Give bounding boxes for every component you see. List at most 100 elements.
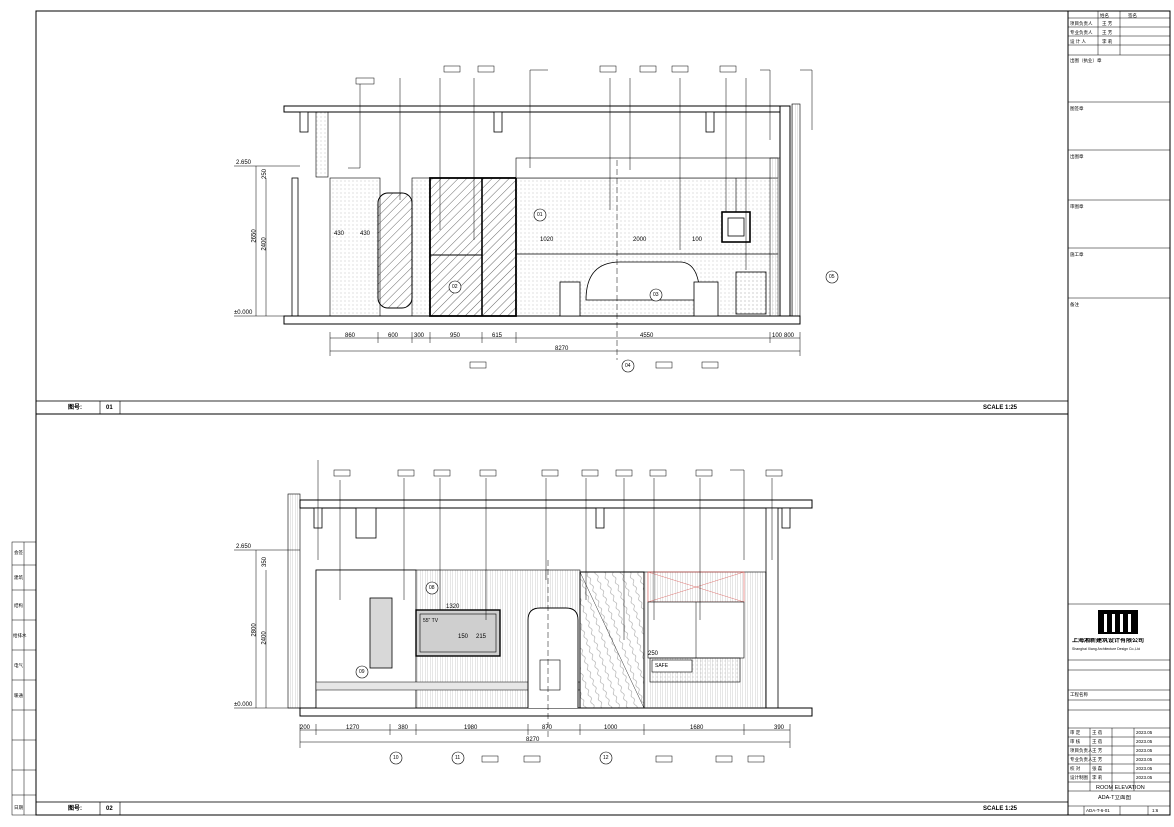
drawing-1-dim-inner: 100 — [692, 237, 703, 243]
drawing-1-dim-inner: 430 — [334, 231, 345, 237]
drawing-1-number-label: 图号: — [68, 405, 82, 411]
drawing-1-dim: 860 — [345, 333, 356, 339]
drawing-1-level-bottom: ±0.000 — [234, 310, 253, 316]
drawing-2-number-label: 图号: — [68, 806, 82, 812]
drawing-1-callout: 03 — [653, 292, 659, 298]
tb-header-name: 姓名 — [1100, 13, 1109, 18]
drawing-2-dim: 1000 — [604, 725, 618, 731]
tb-section: 出图章 — [1070, 154, 1084, 159]
drawing-1-callout: 04 — [625, 363, 631, 369]
drawing-2-level-bottom: ±0.000 — [234, 702, 253, 708]
tb-role: 设 计 人 — [1070, 39, 1087, 44]
tb-header-sign: 签名 — [1128, 13, 1137, 18]
tb-section: 备注 — [1070, 302, 1079, 307]
tb-section: 图签章 — [1070, 106, 1084, 111]
drawing-1-dim: 300 — [414, 333, 425, 339]
tb-sign-date: 2023.05 — [1136, 748, 1153, 753]
drawing-2-callout: 12 — [603, 755, 609, 761]
drawing-2-dim: 1680 — [690, 725, 704, 731]
tb-role: 项目负责人 — [1070, 21, 1093, 26]
tb-project-label: 工程名称 — [1070, 692, 1088, 697]
drawing-2-dim: 1270 — [346, 725, 360, 731]
drawing-1-dim-v: 2650 — [251, 229, 258, 243]
tb-section: 审图章 — [1070, 204, 1084, 209]
tb-sign-name: 王 芳 — [1092, 757, 1103, 762]
tb-role-name: 王 芳 — [1102, 30, 1113, 35]
drawing-2-dim: 1980 — [464, 725, 478, 731]
drawing-1-dim: 600 — [388, 333, 399, 339]
tb-section: 施工章 — [1070, 252, 1084, 257]
tb-role-name: 王 芳 — [1102, 21, 1113, 26]
tb-sheet-title: ROOM ELEVATION — [1096, 785, 1145, 791]
drawing-1-dim-v: 250 — [262, 168, 269, 180]
strip-label: 电气 — [14, 663, 23, 668]
drawing-2-number: 02 — [106, 806, 113, 812]
tb-sign-name: 王 蓓 — [1092, 730, 1103, 735]
strip-label: 给排水 — [13, 633, 27, 638]
tb-sign-role: 校 对 — [1070, 766, 1081, 771]
strip-label: 会签 — [14, 550, 23, 555]
strip-label: 暖通 — [14, 693, 23, 698]
tb-sign-name: 王 蓓 — [1092, 739, 1103, 744]
tb-sign-role: 项目负责人 — [1070, 748, 1093, 753]
tb-sign-role: 审 核 — [1070, 739, 1081, 744]
title-block — [1068, 11, 1170, 815]
drawing-1-dim-total: 8270 — [555, 346, 569, 352]
tb-sheet-subtitle: ADA-T立面图 — [1098, 795, 1132, 801]
left-sign-strip — [11, 541, 37, 816]
tb-sign-date: 2023.05 — [1136, 757, 1153, 762]
tb-sign-name: 王 芳 — [1092, 748, 1103, 753]
drawing-2-dim-inner: 250 — [648, 651, 659, 657]
drawing-2-label-bar — [35, 801, 1069, 816]
tb-sign-role: 设计制图 — [1070, 775, 1088, 780]
tb-sign-date: 2023.05 — [1136, 739, 1153, 744]
elevation-01 — [234, 65, 839, 373]
drawing-1-dim: 800 — [784, 333, 795, 339]
tb-scale-value: 1:6 — [1152, 808, 1159, 813]
drawing-1-dim: 950 — [450, 333, 461, 339]
drawing-2-dim: 870 — [542, 725, 553, 731]
drawing-1-dim: 100 — [772, 333, 783, 339]
drawing-2-scale: SCALE 1:25 — [983, 806, 1018, 812]
drawing-2-dim: 200 — [300, 725, 311, 731]
tb-sign-date: 2023.05 — [1136, 766, 1153, 771]
drawing-2-dim-inner: 1320 — [446, 604, 460, 610]
drawing-1-dim: 615 — [492, 333, 503, 339]
drawing-2-safe-label: SAFE — [655, 663, 669, 669]
drawing-1-dim-inner: 2000 — [633, 237, 647, 243]
drawing-1-dim-inner: 1020 — [540, 237, 554, 243]
tb-sign-role: 审 定 — [1070, 730, 1081, 735]
tb-role: 专业负责人 — [1070, 30, 1093, 35]
drawing-1-callout: 05 — [829, 274, 835, 280]
strip-label: 日期 — [14, 805, 23, 810]
drawing-1-dim-v: 2400 — [261, 237, 268, 251]
drawing-1-dim: 4550 — [640, 333, 654, 339]
tb-sign-name: 张 磊 — [1092, 766, 1103, 771]
drawing-2-callout: 09 — [359, 669, 365, 675]
tb-sign-date: 2023.05 — [1136, 730, 1153, 735]
tb-sign-date: 2023.05 — [1136, 775, 1153, 780]
drawing-2-dim: 390 — [774, 725, 785, 731]
drawing-1-number: 01 — [106, 405, 113, 411]
tb-company-en: Shanghai Xiang Architecture Design Co.,L… — [1072, 647, 1141, 651]
drawing-2-callout: 08 — [429, 585, 435, 591]
drawing-2-dim-total: 8270 — [526, 737, 540, 743]
drawing-2-dim-inner: 215 — [476, 634, 487, 640]
drawing-2-dim-v: 350 — [262, 556, 269, 568]
tb-sign-name: 李 莉 — [1092, 775, 1103, 780]
tb-stamp-label: 出图（执业）章 — [1070, 58, 1102, 63]
drawing-2-dim-v: 2400 — [261, 631, 268, 645]
drawing-1-callout: 01 — [537, 212, 543, 218]
drawing-1-scale: SCALE 1:25 — [983, 405, 1018, 411]
drawing-2-dim-v: 2800 — [251, 623, 258, 637]
strip-label: 结构 — [14, 603, 23, 608]
drawing-1-dim-inner: 430 — [360, 231, 371, 237]
drawing-1-level-top: 2.650 — [236, 160, 252, 166]
drawing-2-dim: 380 — [398, 725, 409, 731]
drawing-2-level-top: 2.650 — [236, 544, 252, 550]
tb-sheet-no: ADA-T-6-01 — [1086, 808, 1110, 813]
strip-label: 建筑 — [14, 575, 23, 580]
tb-sign-role: 专业负责人 — [1070, 757, 1093, 762]
tb-company-cn: 上海湘新建筑设计有限公司 — [1072, 638, 1145, 644]
drawing-2-callout: 11 — [455, 755, 461, 761]
